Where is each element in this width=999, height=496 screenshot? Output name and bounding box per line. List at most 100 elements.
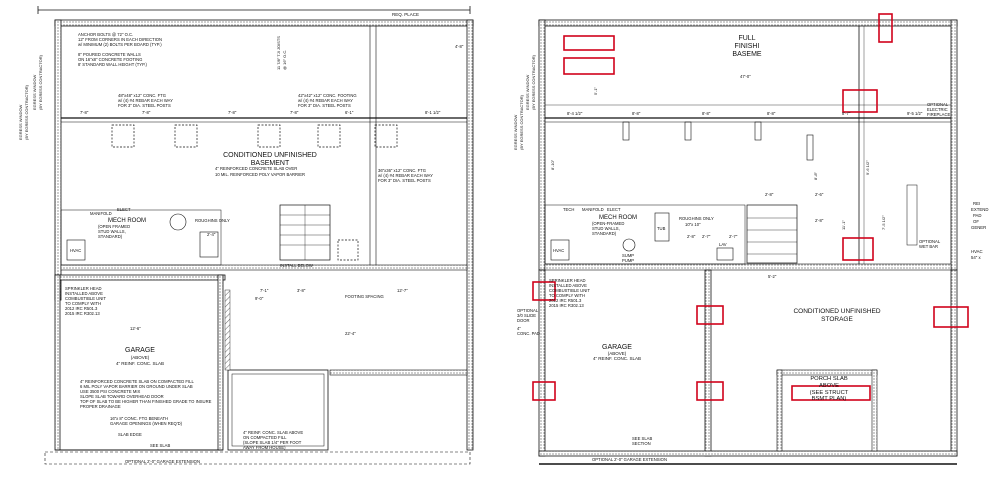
right-edge-2: EXTEND [971, 207, 988, 212]
optional-door-2: 3/0 SLIDE [517, 313, 536, 318]
footing-note-3: 36"x36" x12" CONC. FTG [378, 168, 426, 173]
dim-6: 8'-1 1/2" [425, 110, 441, 115]
slab-note-2: 10 MIL. REINFORCED POLY VAPOR BARRIER [215, 172, 305, 177]
highlight-box-1 [563, 35, 615, 51]
dim-4: 7'-8" [290, 110, 299, 115]
highlight-box-6 [532, 281, 556, 301]
footing-below-note-b: GARAGE OPENINGS (WHEN REQ'D) [110, 421, 183, 426]
footing-note-3b: w/ (4) #4 REBAR EACH WAY [378, 173, 433, 178]
dim-5: 6'-1" [345, 110, 354, 115]
garage-west-wall [54, 274, 61, 451]
dim-2: 7'-8" [142, 110, 151, 115]
right-plan-panel: 47'-0" OPTIONAL ELECTRIC FIREPLACE (OPEN… [507, 0, 999, 496]
east-wall [466, 19, 474, 451]
roughins-label: ROUGHINS ONLY [195, 218, 230, 223]
porch-label-3: (SEE STRUCT [810, 390, 849, 396]
open-framed-note: (OPEN FRAMED [98, 224, 130, 229]
sprinkler-note-2: INSTALLED ABOVE [549, 283, 587, 288]
section-label: SECTION [632, 441, 651, 446]
garage-east-wall [704, 269, 712, 457]
porch-note-3: (SLOPE SLAB 1/4" PER FOOT [243, 440, 302, 445]
garage-note-4: SLOPE SLAB TOWARD OVERHEAD DOOR [80, 394, 164, 399]
garage-slab-label: 4" REINF. CONC. SLAB [116, 361, 164, 366]
storage-label-1: CONDITIONED UNFINISHED [793, 308, 880, 315]
wet-bar-label-1: OPTIONAL [919, 239, 941, 244]
basement-label: BASEME [732, 51, 762, 58]
mech-room [60, 209, 222, 266]
north-wall [54, 19, 474, 27]
dim-1: 7'-8" [80, 110, 89, 115]
dim-12: 7'-1" [260, 288, 269, 293]
garage-note-5: TOP OF SLAB TO BE HIGHER THAN FINISHED G… [80, 399, 212, 404]
egress-window-label-2: EGRESS WINDOW [525, 74, 530, 110]
south-basement-wall [544, 263, 952, 271]
optional-door-3: DOOR [517, 318, 530, 323]
dim-q: 11'-1" [841, 220, 846, 230]
dim-o: 9'-6 1/2" [865, 160, 870, 175]
highlight-box-3 [878, 13, 893, 43]
garage-west-wall [538, 269, 546, 457]
egress-window-label-2: EGRESS WINDOW [32, 74, 37, 110]
optional-extension-label: OPTIONAL 2'-0" GARAGE EXTENSION [592, 457, 667, 462]
dim-h: 2'-8" [687, 234, 696, 239]
footing-note-2: 42"x42" x12" CONC. FOOTING [298, 93, 357, 98]
footing-below-note: 16"x 8" CONC. FTG BENEATH [110, 416, 168, 421]
dim-p: 7'-5 1/2" [881, 215, 886, 230]
highlight-box-8 [933, 306, 969, 328]
sprinkler-note-2: INSTALLED ABOVE [65, 291, 103, 296]
sprinkler-note-1: SPRINKLER HEAD [549, 278, 586, 283]
sprinkler-note-3: COMBUSTIBLE UNIT [549, 288, 590, 293]
sprinkler-note-1: SPRINKLER HEAD [65, 286, 102, 291]
dim-14: 12'-7" [397, 288, 408, 293]
wall-note-3: 8' STANDARD WALL HEIGHT (TYP.) [78, 62, 148, 67]
storage-east-wall [950, 269, 958, 457]
dim-f: 9'-5 1/2" [907, 111, 923, 116]
hvac-unit [550, 239, 570, 261]
sprinkler-note-3: COMBUSTIBLE UNIT [65, 296, 106, 301]
right-edge-7: 54" x [971, 255, 981, 260]
dim-d: 8'-8" [767, 111, 776, 116]
highlight-box-4 [842, 89, 878, 113]
garage-above-label: (ABOVE) [608, 351, 627, 356]
open-framed-note-b: STUD WALLS, [98, 229, 126, 234]
sump-label: SUMP [622, 253, 634, 258]
footing-note-2b: w/ (4) #4 REBAR EACH WAY [298, 98, 353, 103]
garage-north-wall [54, 274, 226, 281]
optional-fireplace-2: ELECTRIC [927, 107, 948, 112]
manifold-label: MANIFOLD [582, 207, 604, 212]
see-slab-label: SEE SLAB [150, 443, 170, 448]
hvac-label: HVAC [553, 248, 564, 253]
dim-k: 2'-8" [765, 192, 774, 197]
sprinkler-note-5: 2012 IRC R501.3 [549, 298, 582, 303]
sprinkler-note-4: TO COMPLY WITH [549, 293, 585, 298]
open-framed-note: (OPEN-FRAMED [592, 221, 624, 226]
highlight-box-9 [532, 381, 556, 401]
right-edge-3: PAD [973, 213, 982, 218]
dim-s: 2'-8" [815, 218, 824, 223]
porch-note-4: AWAY FROM HOUSE) [243, 445, 286, 450]
optional-extension-label: OPTIONAL 2'-0" GARAGE EXTENSION [125, 459, 200, 464]
dim-j: 2'-7" [702, 234, 711, 239]
column-footing-1 [111, 124, 135, 148]
column-footing-5 [374, 124, 398, 148]
full-label: FULL [738, 35, 755, 42]
install-below-label: INSTALL BELOW [280, 263, 313, 268]
north-wall [538, 19, 958, 27]
pump-label: PUMP [622, 258, 634, 263]
highlight-boxes [532, 13, 969, 401]
storage-label-2: STORAGE [821, 316, 853, 323]
dim-13: 3'-8" [297, 288, 306, 293]
optional-door-4: 4" [517, 326, 521, 331]
footing-spacing-label: FOOTING SPACING [345, 294, 384, 299]
sprinkler-note-6: 2015 IRC R302.13 [65, 311, 100, 316]
column-footing-4 [317, 124, 341, 148]
elect-label: ELECT [117, 207, 131, 212]
dim-n: 8'-8" [813, 171, 818, 180]
basement-room-label-b: BASEMENT [251, 160, 290, 167]
optional-door-5: CONC. PAD [517, 331, 540, 336]
sprinkler-note-5: 2012 IRC R501.3 [65, 306, 98, 311]
footing-note-1c: FOR 3" DIA. STEEL POSTS [118, 103, 171, 108]
dim-7: 12'-6" [130, 326, 141, 331]
egress-contractor-label-2: (BY EGRESS CONTRACTOR) [531, 54, 536, 110]
dim-a: 8'-4 1/2" [567, 111, 583, 116]
